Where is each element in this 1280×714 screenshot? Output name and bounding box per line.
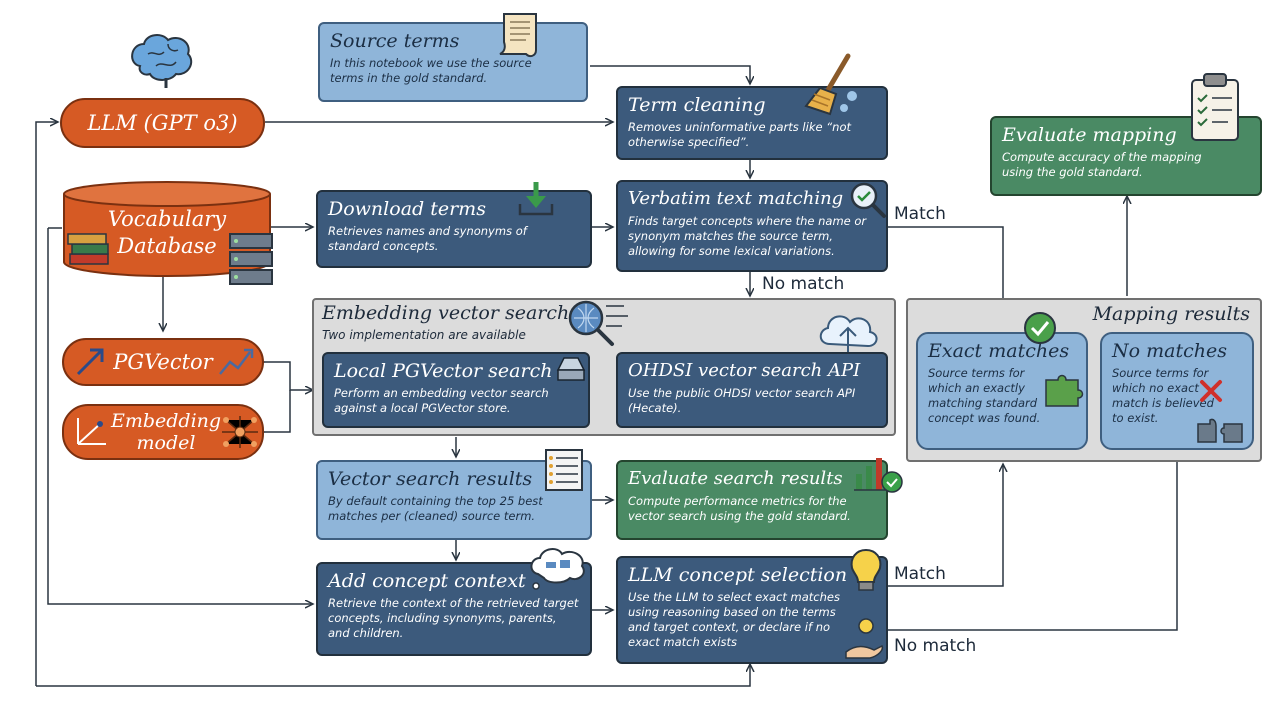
llm-match-label: Match xyxy=(894,564,946,584)
llm-selection-title: LLM concept selection xyxy=(628,564,848,586)
edge-db-context xyxy=(47,228,313,604)
ohdsi-api-desc: Use the public OHDSI vector search API (… xyxy=(628,386,856,415)
llm-selection-node: LLM concept selection Use the LLM to sel… xyxy=(616,556,888,664)
local-pgvector-node: Local PGVector search Perform an embeddi… xyxy=(322,352,590,428)
edge-llm-selection xyxy=(35,122,58,686)
edge-verbatim-match xyxy=(888,226,1003,329)
edge-selection-match xyxy=(888,464,1003,587)
local-pgvector-title: Local PGVector search xyxy=(334,360,553,382)
term-cleaning-title: Term cleaning xyxy=(628,94,766,116)
pgvector-title: PGVector xyxy=(113,350,213,374)
vocab-db-shape xyxy=(63,181,271,277)
embedding-search-subtitle: Two implementation are available xyxy=(322,328,526,342)
embedding-axes-icon xyxy=(77,418,106,445)
clipboard-icon xyxy=(1191,73,1239,141)
edge-embedding-local xyxy=(264,390,291,432)
download-icon xyxy=(518,182,554,216)
pgvector-node: PGVector xyxy=(62,338,264,386)
term-cleaning-desc: Removes uninformative parts like “not ot… xyxy=(628,120,851,149)
evaluate-search-desc: Compute performance metrics for the vect… xyxy=(628,494,851,523)
vocab-db-title: Vocabulary Database xyxy=(107,207,227,258)
mapping-results-title: Mapping results xyxy=(1092,303,1250,325)
chart-arrow-icon xyxy=(219,348,254,375)
no-matches-title: No matches xyxy=(1112,340,1227,362)
broken-puzzle-icon xyxy=(1197,418,1243,443)
source-terms-title: Source terms xyxy=(330,30,460,52)
vector-results-title: Vector search results xyxy=(328,468,533,490)
edge-llm-selection-bottom xyxy=(36,664,750,687)
verbatim-matching-title: Verbatim text matching xyxy=(628,188,844,209)
verbatim-no-match-label: No match xyxy=(762,274,845,294)
scroll-icon xyxy=(499,13,537,58)
llm-title: LLM (GPT o3) xyxy=(87,111,238,135)
add-context-node: Add concept context Retrieve the context… xyxy=(316,562,592,656)
evaluate-search-node: Evaluate search results Compute performa… xyxy=(616,460,888,540)
brain-icon xyxy=(131,34,193,88)
bar-chart-check-icon xyxy=(854,458,903,493)
cloud-icon xyxy=(819,315,878,352)
term-cleaning-node: Term cleaning Removes uninformative part… xyxy=(616,86,888,160)
network-nodes-icon xyxy=(222,416,258,448)
list-icon xyxy=(545,449,583,491)
source-terms-desc: In this notebook we use the source terms… xyxy=(330,56,532,85)
llm-node: LLM (GPT o3) xyxy=(60,98,265,148)
check-circle-icon xyxy=(1024,312,1056,344)
exact-matches-node: Exact matches Source terms for which an … xyxy=(916,332,1088,450)
edge-selection-nomatch xyxy=(888,452,1177,631)
vector-results-desc: By default containing the top 25 best ma… xyxy=(328,494,543,523)
embedding-search-title: Embedding vector search xyxy=(322,302,570,324)
server-icon xyxy=(229,233,273,285)
puzzle-icon xyxy=(1045,374,1084,407)
hard-drive-icon xyxy=(556,357,586,381)
ohdsi-api-node: OHDSI vector search API Use the public O… xyxy=(616,352,888,428)
search-network-icon xyxy=(568,300,628,346)
magnifier-check-icon xyxy=(850,182,886,218)
evaluate-search-title: Evaluate search results xyxy=(628,468,843,489)
llm-selection-desc: Use the LLM to select exact matches usin… xyxy=(628,590,840,649)
no-matches-desc: Source terms for which no exact match is… xyxy=(1112,366,1214,425)
evaluate-mapping-desc: Compute accuracy of the mapping using th… xyxy=(1002,150,1202,179)
vocab-db-node: Vocabulary Database xyxy=(92,206,242,260)
thought-bubble-icon xyxy=(530,548,585,590)
vector-arrow-icon xyxy=(76,348,104,376)
verbatim-matching-desc: Finds target concepts where the name or … xyxy=(628,214,867,258)
books-icon xyxy=(67,233,109,265)
edge-pgvector-local xyxy=(264,362,313,390)
add-context-desc: Retrieve the context of the retrieved ta… xyxy=(328,596,579,640)
edge-source-cleaning xyxy=(590,65,750,84)
lightbulb-icon xyxy=(850,548,882,591)
download-terms-title: Download terms xyxy=(328,198,486,220)
ohdsi-api-title: OHDSI vector search API xyxy=(628,360,861,381)
evaluate-mapping-title: Evaluate mapping xyxy=(1002,124,1177,146)
source-terms-node: Source terms In this notebook we use the… xyxy=(318,22,588,102)
local-pgvector-desc: Perform an embedding vector search again… xyxy=(334,386,549,415)
hand-lightbulb-icon xyxy=(845,618,884,659)
exact-matches-title: Exact matches xyxy=(928,340,1070,362)
download-terms-desc: Retrieves names and synonyms of standard… xyxy=(328,224,527,253)
embedding-model-title: Embedding model xyxy=(110,410,222,454)
download-terms-node: Download terms Retrieves names and synon… xyxy=(316,190,592,268)
llm-no-match-label: No match xyxy=(894,636,977,656)
add-context-title: Add concept context xyxy=(328,570,526,592)
verbatim-match-label: Match xyxy=(894,204,946,224)
exact-matches-desc: Source terms for which an exactly matchi… xyxy=(928,366,1041,425)
broom-icon xyxy=(804,53,857,116)
x-mark-icon xyxy=(1200,380,1222,402)
verbatim-matching-node: Verbatim text matching Finds target conc… xyxy=(616,180,888,272)
